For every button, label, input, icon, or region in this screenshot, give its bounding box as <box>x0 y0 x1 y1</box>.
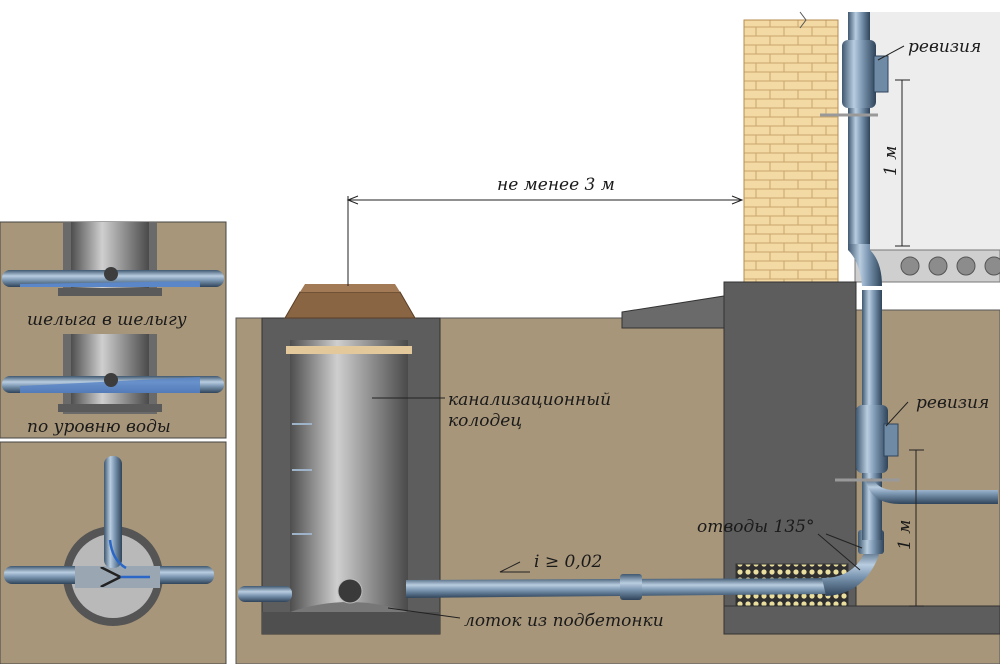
inset-label-2: по уровню воды <box>27 417 171 437</box>
label-height-top: 1 м <box>881 146 901 176</box>
outlet-pipe <box>238 586 292 602</box>
label-well-1: канализационный <box>448 390 611 410</box>
revision-top-icon <box>842 40 876 108</box>
label-distance: не менее 3 м <box>497 175 615 195</box>
label-tray: лоток из подбетонки <box>464 611 664 631</box>
water-icon <box>20 281 200 287</box>
label-revision-top: ревизия <box>908 37 981 57</box>
well-lid <box>284 291 416 319</box>
label-height-bottom: 1 м <box>895 520 915 550</box>
label-revision-mid: ревизия <box>916 393 989 413</box>
inset-label-1: шелыга в шелыгу <box>27 310 187 330</box>
label-elbows: отводы 135° <box>697 517 814 537</box>
blind-area <box>621 295 725 329</box>
slope-angle-icon <box>499 561 530 573</box>
brick-wall <box>743 19 839 283</box>
inset-top: шелыга в шелыгу по уровню воды <box>0 221 227 439</box>
label-well-2: колодец <box>448 411 522 431</box>
label-slope: i ≥ 0,02 <box>534 552 602 572</box>
flow-arrow-icon <box>108 539 127 570</box>
revision-mid-icon <box>856 405 888 473</box>
horizontal-pipe <box>406 578 830 598</box>
inset-plan <box>0 441 227 664</box>
